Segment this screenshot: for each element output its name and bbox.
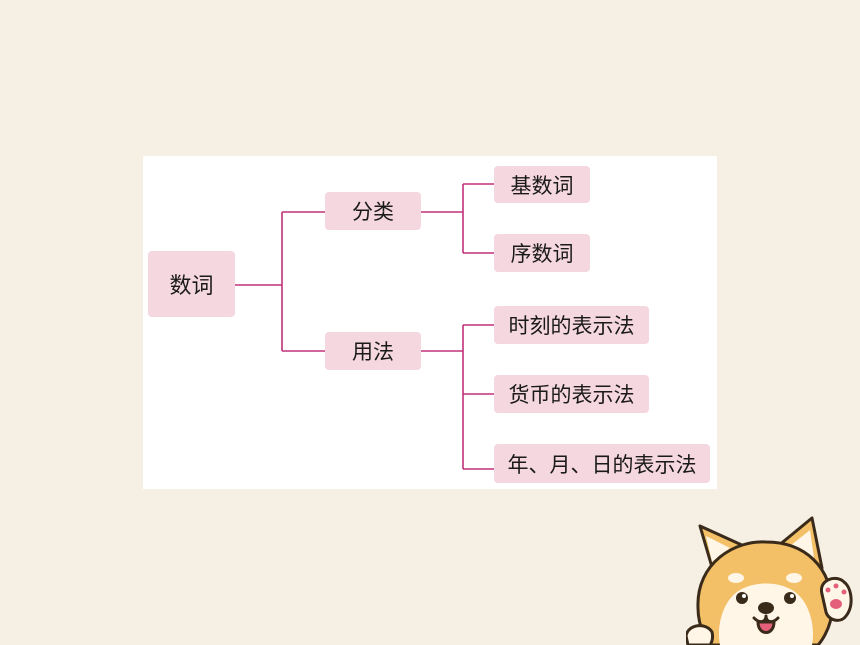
shiba-dog-waving-icon [686,516,853,645]
node-branch-fenlei: 分类 [325,192,421,230]
node-leaf-jishuci: 基数词 [494,166,590,203]
node-leaf-currency-expression: 货币的表示法 [494,375,649,413]
mind-map-panel: 数词 分类 用法 基数词 序数词 时刻的表示法 货币的表示法 年、月、日的表示法 [143,156,717,489]
connector-lines [235,183,494,470]
node-branch-yongfa: 用法 [325,332,421,370]
node-leaf-xushuci: 序数词 [494,234,590,272]
node-leaf-time-expression: 时刻的表示法 [494,306,649,344]
node-root-shuci: 数词 [148,251,235,317]
node-leaf-date-expression: 年、月、日的表示法 [494,444,710,483]
